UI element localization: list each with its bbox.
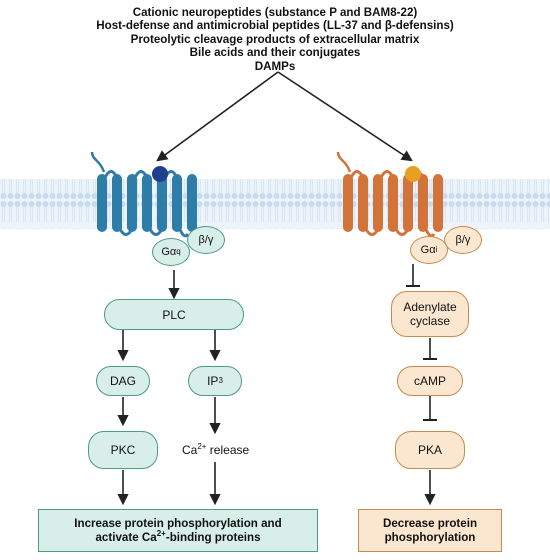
g-alpha-i-label: Gα <box>420 244 436 256</box>
ip3-label: IP <box>207 374 219 388</box>
outcome-left-line-2-b: -binding proteins <box>165 530 261 544</box>
inhibit-camp-to-pka <box>423 396 437 421</box>
outcome-left: Increase protein phosphorylation and act… <box>38 509 318 552</box>
outcome-right-line-2: phosphorylation <box>384 530 476 544</box>
outcome-left-line-2: activate Ca2+-binding proteins <box>95 528 261 545</box>
ligand-right <box>405 166 421 182</box>
plc-label: PLC <box>162 307 186 322</box>
g-betagamma-right-label: β/γ <box>455 234 471 246</box>
ligand-line-2: Host-defense and antimicrobial peptides … <box>96 19 454 33</box>
receptor-right <box>336 151 443 238</box>
adenylate-cyclase-node: Adenylate cyclase <box>391 291 469 337</box>
ligand-list: Cationic neuropeptides (substance P and … <box>0 6 550 73</box>
ca-release-label: Ca2+ release <box>182 442 250 458</box>
adenylate-line-2: cyclase <box>409 314 450 328</box>
pka-label: PKA <box>417 443 442 457</box>
arrow-ligands-to-left-receptor <box>156 71 279 162</box>
dag-label: DAG <box>109 374 136 388</box>
ligand-line-1: Cationic neuropeptides (substance P and … <box>132 6 418 19</box>
ligand-left <box>152 166 168 182</box>
camp-label: cAMP <box>413 374 446 388</box>
arrow-ligands-to-right-receptor <box>277 71 413 162</box>
plc-node: PLC <box>104 299 244 330</box>
ca-prefix: Ca <box>182 443 198 457</box>
outcome-right: Decrease protein phosphorylation <box>358 509 502 552</box>
g-betagamma-right: β/γ <box>444 226 482 254</box>
pkc-node: PKC <box>88 431 158 469</box>
receptor-left <box>90 151 197 238</box>
ligand-line-5: DAMPs <box>254 59 296 73</box>
pkc-label: PKC <box>110 443 136 457</box>
g-betagamma-left-label: β/γ <box>198 234 214 246</box>
pka-node: PKA <box>395 431 465 469</box>
outcome-left-line-1: Increase protein phosphorylation and <box>74 516 282 530</box>
g-betagamma-left: β/γ <box>187 226 225 254</box>
dag-node: DAG <box>96 366 150 396</box>
lipid-bilayer <box>0 179 550 229</box>
ligand-line-4: Bile acids and their conjugates <box>189 46 361 60</box>
g-alpha-q-label: Gα <box>161 246 177 258</box>
adenylate-line-1: Adenylate <box>403 300 457 314</box>
outcome-right-line-1: Decrease protein <box>382 516 478 530</box>
camp-node: cAMP <box>397 366 463 396</box>
ca-sup: 2+ <box>197 442 207 451</box>
outcome-left-line-2-a: activate Ca <box>95 530 157 544</box>
ligand-line-3: Proteolytic cleavage products of extrace… <box>130 32 420 46</box>
ca-suffix: release <box>206 443 250 457</box>
inhibit-gi-to-adenylate-cyclase <box>406 264 420 287</box>
outcome-left-line-2-sup: 2+ <box>156 528 166 538</box>
